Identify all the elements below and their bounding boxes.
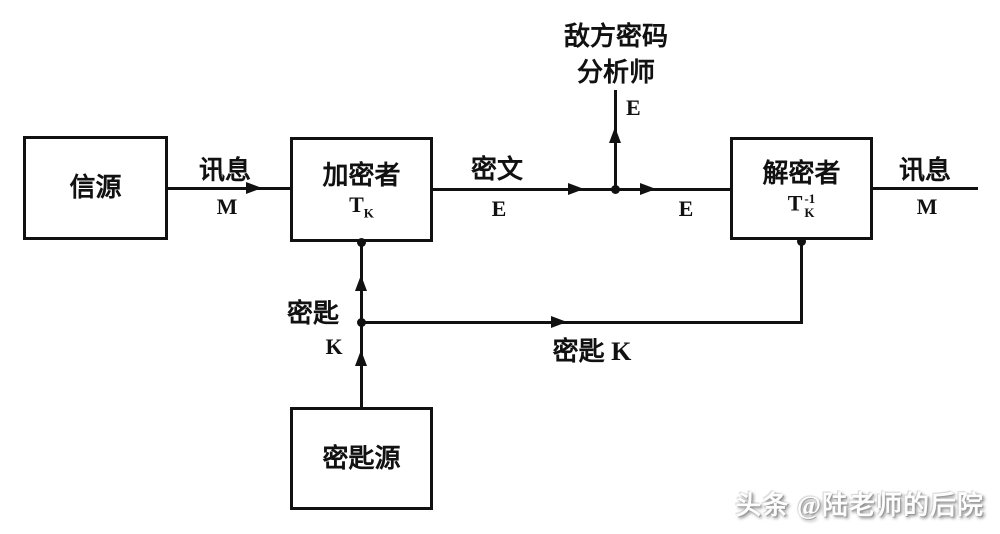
edge-ciphertext-symbol-2: E bbox=[678, 196, 694, 221]
edge-ciphertext-arrowhead-1 bbox=[568, 183, 584, 195]
node-decryptor-label: 解密者 bbox=[762, 158, 841, 188]
node-source-label: 信源 bbox=[69, 173, 122, 203]
edge-ciphertext-arrowhead-2 bbox=[640, 183, 656, 195]
encryptor-symbol-base: T bbox=[349, 191, 364, 217]
edge-message-in-label: 讯息 bbox=[198, 156, 251, 185]
edge-message-in-symbol: M bbox=[216, 194, 238, 219]
node-encryptor-symbol: TK bbox=[349, 191, 374, 221]
decryptor-symbol-base: T bbox=[787, 190, 803, 216]
node-source: 信源 bbox=[23, 136, 168, 240]
edge-key-across-label: 密匙 K bbox=[552, 337, 632, 366]
edge-ciphertext-symbol: E bbox=[491, 196, 507, 221]
node-encryptor: 加密者 TK bbox=[290, 137, 433, 242]
edge-key-across-riser-line bbox=[800, 240, 803, 324]
encryptor-symbol-sub: K bbox=[363, 205, 374, 221]
node-key-source-label: 密匙源 bbox=[322, 443, 401, 473]
junction-dot-encryptor-key bbox=[357, 238, 366, 247]
cryptanalyst-label-line2: 分析师 bbox=[576, 58, 655, 87]
edge-key-up-symbol: K bbox=[325, 334, 343, 359]
edge-message-in-arrowhead bbox=[246, 182, 262, 194]
edge-message-out-symbol: M bbox=[916, 194, 938, 219]
decryptor-symbol-sub: K bbox=[804, 204, 815, 220]
edge-message-out-line bbox=[872, 187, 978, 190]
edge-key-up-label: 密匙 bbox=[286, 299, 339, 328]
edge-message-out-label: 讯息 bbox=[898, 156, 951, 185]
edge-ciphertext-label: 密文 bbox=[470, 155, 523, 184]
edge-key-up-arrowhead-upper bbox=[355, 275, 367, 291]
edge-message-in-line bbox=[167, 187, 290, 190]
node-encryptor-label: 加密者 bbox=[322, 160, 401, 190]
junction-dot-decryptor-key bbox=[797, 237, 806, 246]
decryptor-symbol-sup: -1 bbox=[804, 190, 816, 206]
edge-key-across-line bbox=[362, 321, 803, 324]
watermark-text: 头条 @陆老师的后院 bbox=[735, 491, 984, 520]
junction-dot-key-branch bbox=[357, 318, 366, 327]
edge-key-up-arrowhead-lower bbox=[355, 350, 367, 366]
node-key-source: 密匙源 bbox=[290, 407, 433, 510]
edge-key-across-arrowhead bbox=[551, 316, 567, 328]
cryptanalyst-label-line1: 敌方密码 bbox=[563, 22, 668, 51]
edge-intercept-arrowhead bbox=[609, 127, 621, 143]
edge-intercept-symbol: E bbox=[626, 95, 641, 120]
